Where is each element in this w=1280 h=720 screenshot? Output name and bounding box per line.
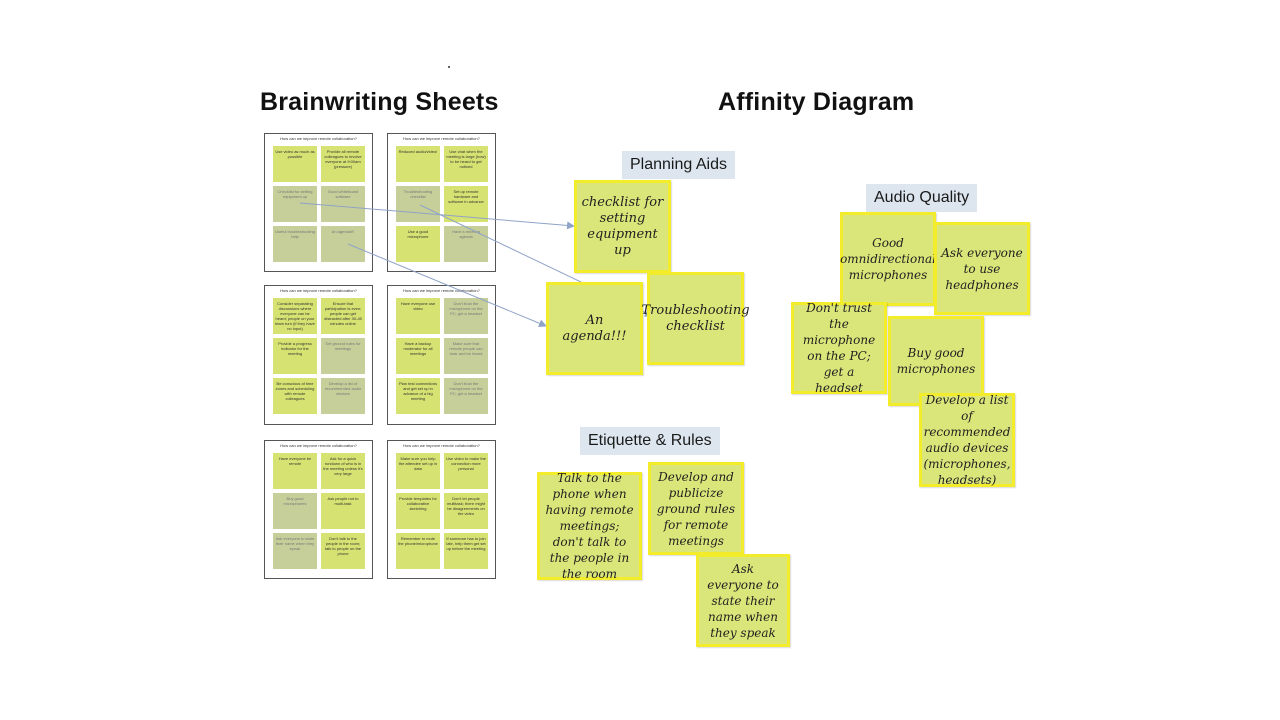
sheet-question: How can we improve remote collaboration?: [403, 288, 480, 293]
sheet-question: How can we improve remote collaboration?: [403, 443, 480, 448]
sheet-mini-note: Have everyone use video: [396, 298, 440, 334]
stray-dot: [448, 66, 450, 68]
sheet-mini-note: Develop a list of recommended audio devi…: [321, 378, 365, 414]
sheet-mini-note: Set ground rules for meetings: [321, 338, 365, 374]
etiquette-note-state-name: Ask everyone to state their name when th…: [696, 554, 790, 647]
sheet-mini-note: Use video to make the connection more pe…: [444, 453, 488, 489]
sheet-mini-note: Don't let people multitask; there might …: [444, 493, 488, 529]
affinity-heading: Affinity Diagram: [718, 88, 915, 116]
sheet-mini-note: Set up remote hardware and software in a…: [444, 186, 488, 222]
sheet-mini-note: An agenda!!!: [321, 226, 365, 262]
sheet-mini-note: Have everyone be remote: [273, 453, 317, 489]
etiquette-rules-label: Etiquette & Rules: [580, 427, 720, 455]
sheet-mini-note: Don't trust the microphone on the PC; ge…: [444, 378, 488, 414]
planning-aids-label: Planning Aids: [622, 151, 735, 179]
brainwriting-sheet: How can we improve remote collaboration?…: [387, 440, 496, 579]
etiquette-note-ground-rules: Develop and publicize ground rules for r…: [648, 462, 744, 555]
brainwriting-sheet: How can we improve remote collaboration?…: [264, 285, 373, 425]
sheet-mini-note: Ask everyone to state their name when th…: [273, 533, 317, 569]
sheet-mini-note: Buy good microphones: [273, 493, 317, 529]
sheet-mini-note: Use video as much as possible: [273, 146, 317, 182]
sheet-question: How can we improve remote collaboration?: [280, 288, 357, 293]
sheet-mini-note: Remember to mute the phone/microphone: [396, 533, 440, 569]
sheet-mini-note: Don't trust the microphone on the PC; ge…: [444, 298, 488, 334]
sheet-mini-note: Be conscious of time zones and schedulin…: [273, 378, 317, 414]
sheet-mini-note: Have a meeting agenda: [444, 226, 488, 262]
sheet-mini-note: Checklist for setting equipment up: [273, 186, 317, 222]
sheet-mini-note: Plan test connections and get set up in …: [396, 378, 440, 414]
audio-note-omnidirectional: Good omnidirectional microphones: [840, 212, 936, 306]
sheet-mini-note: Good whiteboard software: [321, 186, 365, 222]
sheet-mini-note: Provide a progress indicator for the mee…: [273, 338, 317, 374]
planning-note-troubleshooting: Troubleshooting checklist: [641, 272, 750, 365]
sheet-mini-note: Don't talk to the people in the room; ta…: [321, 533, 365, 569]
brainwriting-sheet: How can we improve remote collaboration?…: [387, 133, 496, 272]
sheet-mini-note: Provide all remote colleagues to involve…: [321, 146, 365, 182]
audio-note-headset: Don't trust the microphone on the PC; ge…: [791, 301, 887, 395]
sheet-mini-note: Use chat when the meeting is large (how)…: [444, 146, 488, 182]
sheet-mini-note: Have a backup moderator for all meetings: [396, 338, 440, 374]
brainwriting-heading: Brainwriting Sheets: [260, 88, 499, 116]
brainwriting-sheet: How can we improve remote collaboration?…: [264, 440, 373, 579]
planning-note-agenda: An agenda!!!: [546, 282, 643, 375]
brainwriting-sheet: How can we improve remote collaboration?…: [264, 133, 373, 272]
audio-note-headphones: Ask everyone to use headphones: [934, 222, 1030, 315]
audio-note-device-list: Develop a list of recommended audio devi…: [919, 393, 1015, 487]
sheet-mini-note: Ask people not to multi-task: [321, 493, 365, 529]
sheet-mini-note: Provide templates for collaborative sket…: [396, 493, 440, 529]
brainwriting-sheet: How can we improve remote collaboration?…: [387, 285, 496, 425]
etiquette-note-phone: Talk to the phone when having remote mee…: [537, 471, 642, 581]
sheet-mini-note: Make sure you help the attendee set up i…: [396, 453, 440, 489]
sheet-question: How can we improve remote collaboration?: [280, 443, 357, 448]
sheet-mini-note: Useful troubleshooting help: [273, 226, 317, 262]
sheet-mini-note: Troubleshooting checklist: [396, 186, 440, 222]
audio-quality-label: Audio Quality: [866, 184, 978, 212]
audio-note-buy-microphones: Buy good microphones: [888, 316, 984, 406]
sheet-mini-note: Ask for a quick rundown of who is in the…: [321, 453, 365, 489]
sheet-question: How can we improve remote collaboration?: [280, 136, 357, 141]
sheet-mini-note: Ensure that participation is even; peopl…: [321, 298, 365, 334]
sheet-mini-note: Reduced audio/video!: [396, 146, 440, 182]
sheet-mini-note: Consider separating discussions where ev…: [273, 298, 317, 334]
planning-note-checklist: checklist for setting equipment up: [574, 180, 671, 273]
sheet-mini-note: Use a good microphone: [396, 226, 440, 262]
sheet-mini-note: If someone has to join late, help them g…: [444, 533, 488, 569]
sheet-question: How can we improve remote collaboration?: [403, 136, 480, 141]
sheet-mini-note: Make sure that remote people can hear an…: [444, 338, 488, 374]
